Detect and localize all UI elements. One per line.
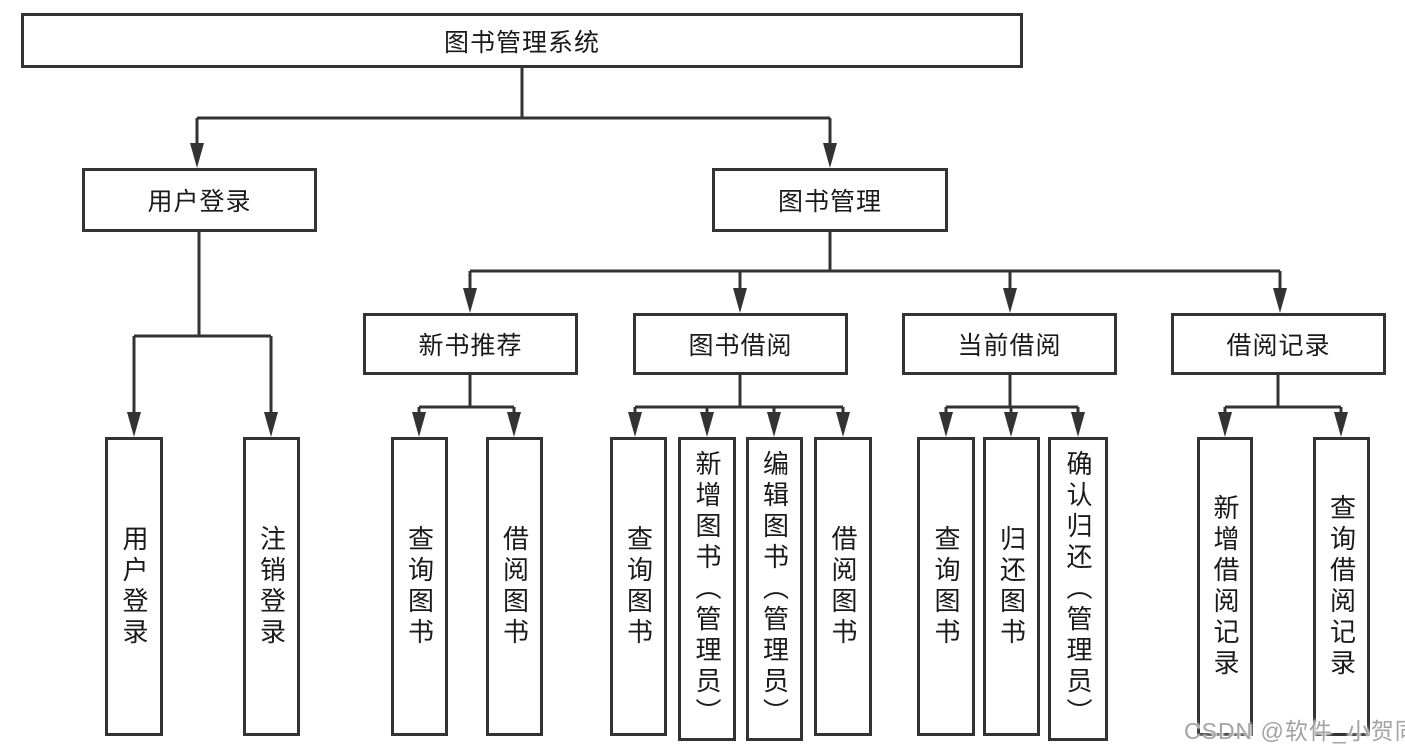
leaf-newbook-borrow: 借阅图书 (486, 437, 543, 736)
arrowhead (507, 412, 521, 437)
leaf-current-query: 查询图书 (917, 437, 975, 736)
leaf-current-return: 归还图书 (983, 437, 1040, 736)
node-book-mgmt: 图书管理 (712, 168, 948, 232)
arrowhead (628, 412, 642, 437)
arrowhead (836, 412, 850, 437)
leaf-borrow-borrow: 借阅图书 (814, 437, 872, 736)
node-new-book: 新书推荐 (363, 313, 578, 375)
arrowhead (939, 412, 953, 437)
leaf-newbook-borrow-label: 借阅图书 (499, 524, 530, 649)
leaf-current-return-label: 归还图书 (996, 524, 1027, 649)
leaf-current-query-label: 查询图书 (931, 524, 961, 649)
node-records: 借阅记录 (1171, 313, 1386, 375)
arrowhead (1334, 412, 1348, 437)
arrowhead (733, 288, 747, 313)
node-borrow-label: 图书借阅 (688, 332, 793, 360)
arrowhead (700, 412, 714, 437)
leaf-newbook-query-label: 查询图书 (404, 524, 435, 649)
leaf-records-add-label: 新增借阅记录 (1210, 493, 1240, 680)
leaf-user-login: 用户登录 (105, 437, 163, 736)
node-borrow: 图书借阅 (633, 313, 848, 375)
node-root: 图书管理系统 (21, 13, 1023, 68)
leaf-logout: 注销登录 (243, 437, 300, 736)
arrowhead (1071, 412, 1085, 437)
leaf-newbook-query: 查询图书 (391, 437, 448, 736)
leaf-borrow-edit-admin: 编辑图书（管理员） (746, 437, 803, 741)
leaf-current-confirm-admin: 确认归还（管理员） (1048, 437, 1108, 741)
arrowhead (767, 412, 781, 437)
leaf-borrow-add-admin: 新增图书（管理员） (678, 437, 736, 741)
arrowhead (127, 412, 141, 437)
connector-records-children (1218, 375, 1348, 437)
arrowhead (823, 143, 837, 168)
leaf-logout-label: 注销登录 (256, 524, 287, 649)
arrowhead (264, 412, 278, 437)
arrowhead (463, 288, 477, 313)
node-records-label: 借阅记录 (1226, 332, 1331, 360)
connector-book-mgmt-sections (463, 232, 1287, 313)
leaf-borrow-query: 查询图书 (610, 437, 667, 736)
node-current-label: 当前借阅 (957, 332, 1062, 360)
leaf-user-login-label: 用户登录 (119, 524, 149, 649)
leaf-current-confirm-admin-label: 确认归还（管理员） (1063, 449, 1093, 729)
arrowhead (1273, 288, 1287, 313)
node-new-book-label: 新书推荐 (418, 332, 523, 360)
arrowhead (1004, 412, 1018, 437)
connector-borrow-children (628, 375, 850, 437)
connector-new-book-children (412, 375, 521, 437)
arrowhead (412, 412, 426, 437)
leaf-records-query: 查询借阅记录 (1313, 437, 1370, 736)
node-root-label: 图书管理系统 (443, 28, 600, 57)
arrowhead (1218, 412, 1232, 437)
csdn-watermark: CSDN @软件_小贺同学 (1184, 718, 1405, 744)
leaf-records-add: 新增借阅记录 (1197, 437, 1253, 736)
node-user-login-label: 用户登录 (147, 188, 252, 216)
leaf-borrow-edit-admin-label: 编辑图书（管理员） (759, 449, 790, 729)
arrowhead (190, 143, 204, 168)
leaf-borrow-query-label: 查询图书 (623, 524, 654, 649)
arrowhead (1003, 288, 1017, 313)
connector-root-to-level2 (190, 68, 837, 168)
node-user-login: 用户登录 (82, 168, 317, 232)
leaf-records-query-label: 查询借阅记录 (1326, 493, 1357, 680)
connector-user-login-children (127, 232, 278, 437)
leaf-borrow-borrow-label: 借阅图书 (828, 524, 858, 649)
leaf-borrow-add-admin-label: 新增图书（管理员） (692, 449, 722, 729)
connector-current-children (939, 375, 1085, 437)
node-current: 当前借阅 (902, 313, 1117, 375)
node-book-mgmt-label: 图书管理 (777, 188, 882, 216)
